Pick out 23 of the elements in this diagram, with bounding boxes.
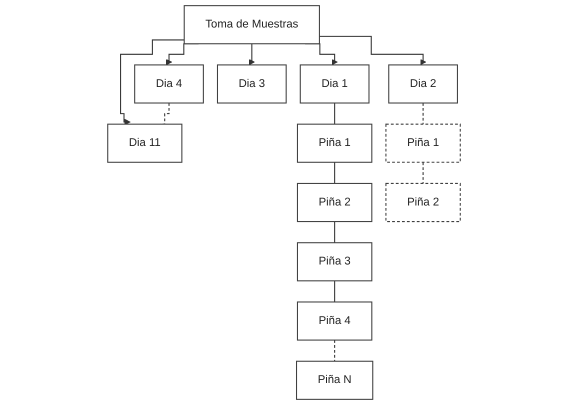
node-box: Dia 1: [300, 64, 370, 104]
node-box: Piña 3: [296, 242, 372, 282]
node-box: Piña 1: [385, 124, 461, 163]
connector: [334, 221, 336, 244]
connector: [334, 102, 336, 125]
node-box: Dia 11: [107, 124, 182, 163]
arrow: [120, 39, 184, 126]
node-box: Dia 2: [388, 64, 458, 104]
connector: [422, 162, 424, 184]
node-box: Piña 2: [296, 182, 372, 222]
node-box: Piña 1: [296, 124, 372, 163]
node-box: Piña 2: [385, 182, 461, 222]
connector: [334, 340, 336, 362]
node-box: Piña N: [296, 360, 374, 400]
connector: [334, 280, 336, 303]
node-box: Dia 3: [216, 64, 287, 104]
connector: [334, 162, 336, 184]
node-box: Piña 4: [296, 301, 372, 341]
node-box: Dia 4: [134, 64, 204, 104]
node-box: Toma de Muestras: [184, 5, 320, 44]
arrow: [319, 36, 426, 66]
connector: [422, 102, 424, 125]
arrow: [248, 43, 255, 66]
